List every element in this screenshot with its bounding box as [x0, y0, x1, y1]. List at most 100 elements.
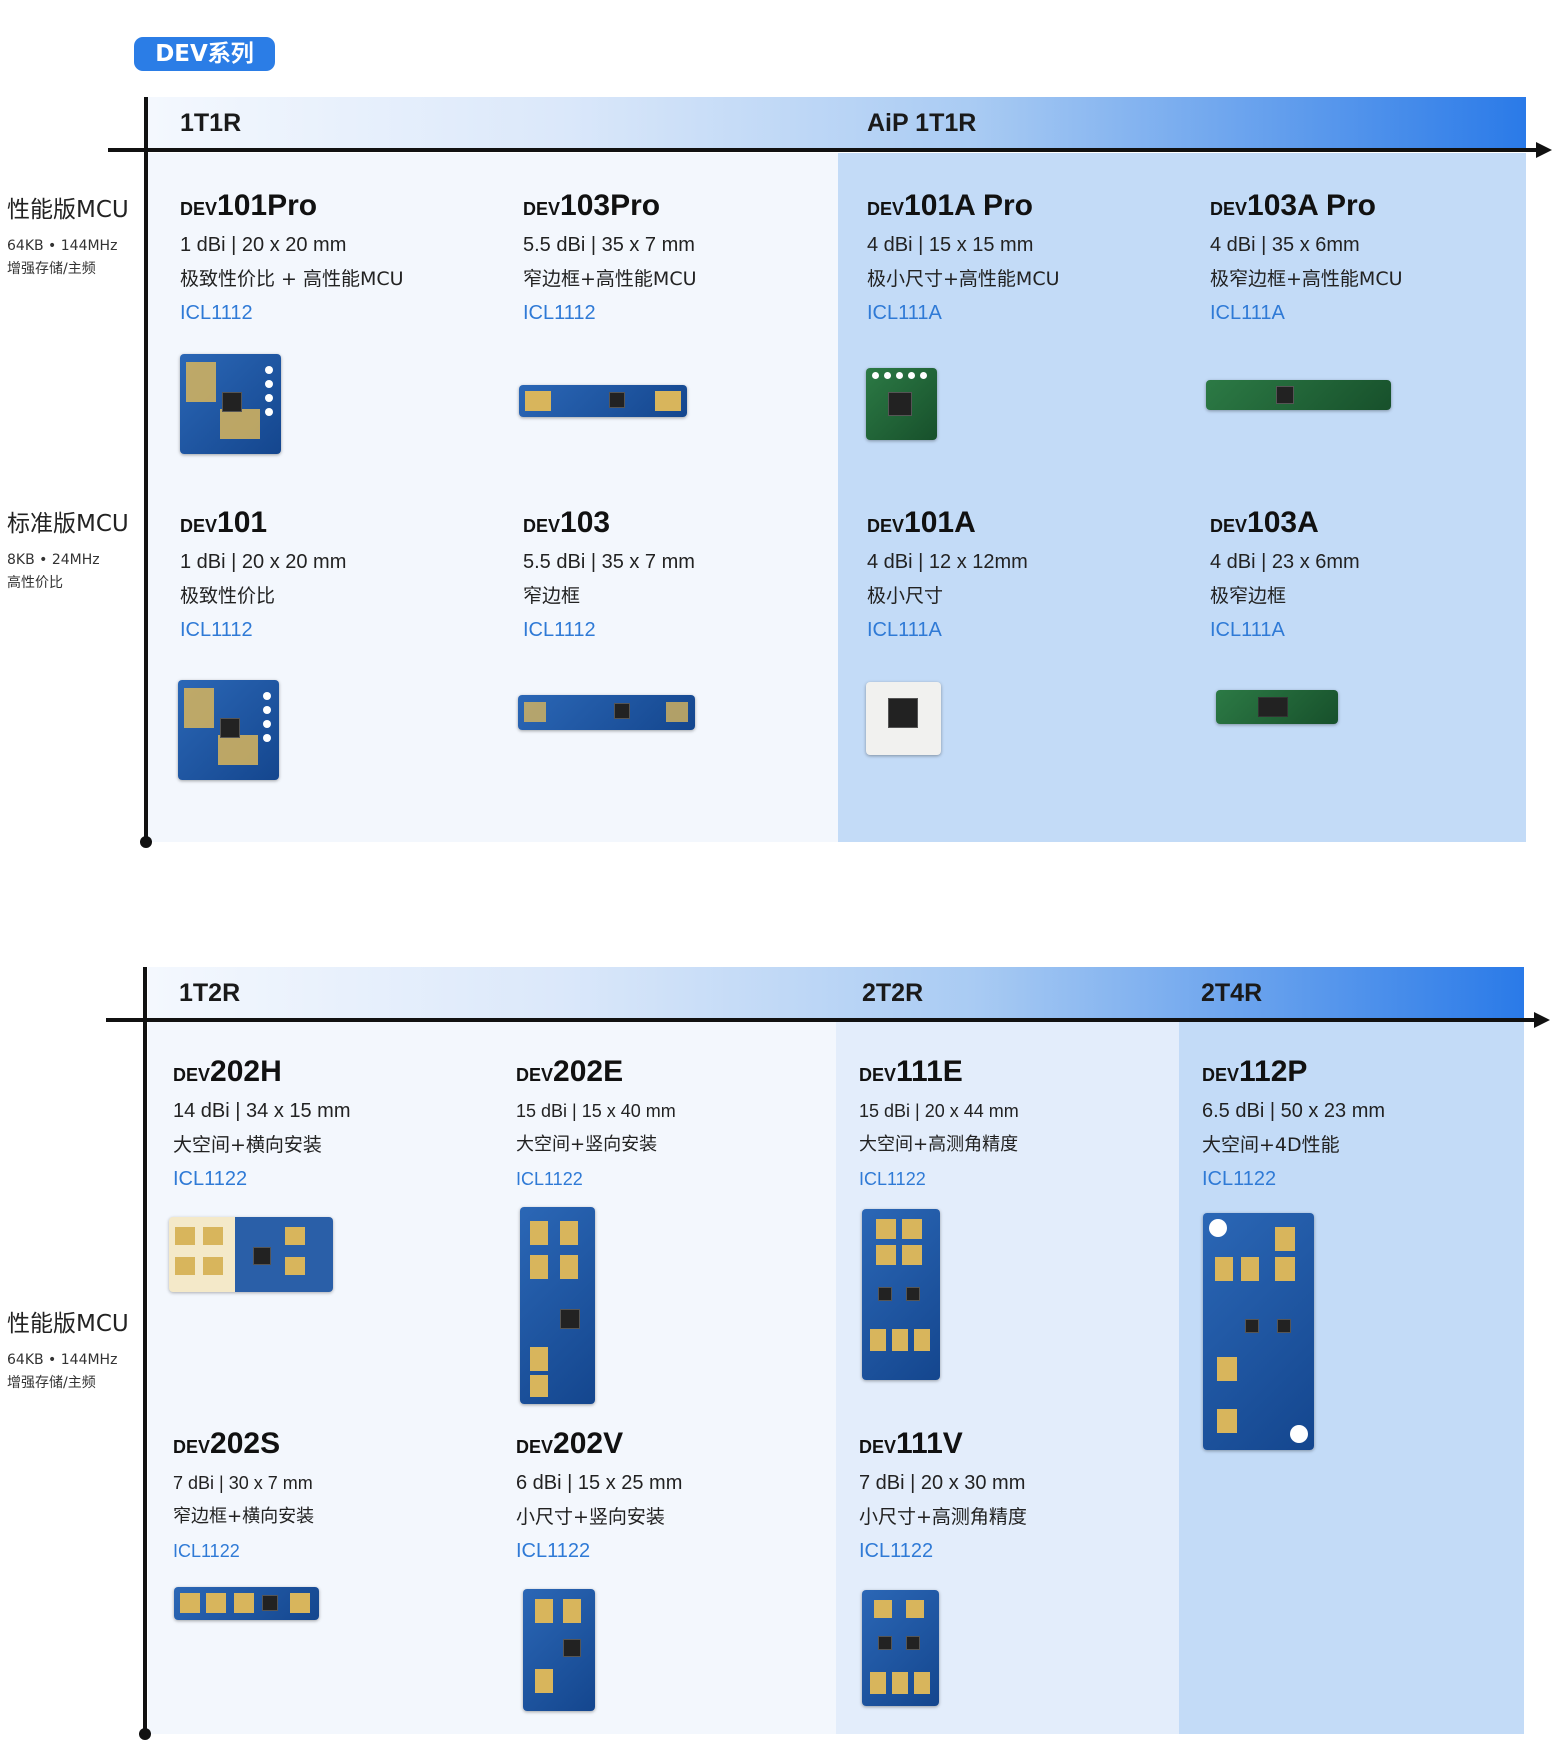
product-model: 202H	[210, 1055, 282, 1088]
product-prefix: DEV	[1202, 1065, 1240, 1085]
product-model: 111V	[896, 1427, 963, 1460]
product-chip-link[interactable]: ICL1122	[1202, 1168, 1277, 1190]
row-note: 增强存储/主频	[7, 1375, 96, 1391]
product-feature: 极窄边框+高性能MCU	[1210, 268, 1403, 290]
section1-axis-arrow	[1536, 142, 1552, 158]
board-image-dev202e	[520, 1207, 595, 1404]
product-card-dev101[interactable]: DEV101 1 dBi | 20 x 20 mm 极致性价比 ICL1112	[180, 505, 500, 643]
product-spec: 4 dBi | 35 x 6mm	[1210, 234, 1360, 256]
board-image-dev103a-pro	[1206, 380, 1391, 410]
product-card-dev202s[interactable]: DEV202S 7 dBi | 30 x 7 mm 窄边框+横向安装 ICL11…	[173, 1426, 493, 1564]
board-image-dev101a-pro	[866, 368, 937, 440]
product-name: DEV101A Pro	[867, 188, 1187, 224]
product-prefix: DEV	[173, 1437, 211, 1457]
product-chip-link[interactable]: ICL1122	[859, 1169, 926, 1189]
product-spec: 14 dBi | 34 x 15 mm	[173, 1100, 351, 1122]
product-card-dev202h[interactable]: DEV202H 14 dBi | 34 x 15 mm 大空间+横向安装 ICL…	[173, 1054, 493, 1192]
product-spec: 6 dBi | 15 x 25 mm	[516, 1472, 683, 1494]
product-model: 202S	[210, 1427, 281, 1460]
product-prefix: DEV	[180, 199, 218, 219]
product-card-dev101a[interactable]: DEV101A 4 dBi | 12 x 12mm 极小尺寸 ICL111A	[867, 505, 1187, 643]
row-title: 性能版MCU	[7, 1311, 129, 1337]
product-spec: 4 dBi | 12 x 12mm	[867, 551, 1028, 573]
product-card-dev103[interactable]: DEV103 5.5 dBi | 35 x 7 mm 窄边框 ICL1112	[523, 505, 843, 643]
section2-y-axis	[143, 967, 147, 1734]
product-chip-link[interactable]: ICL1122	[516, 1540, 591, 1562]
product-card-dev101a-pro[interactable]: DEV101A Pro 4 dBi | 15 x 15 mm 极小尺寸+高性能M…	[867, 188, 1187, 326]
product-card-dev112p[interactable]: DEV112P 6.5 dBi | 50 x 23 mm 大空间+4D性能 IC…	[1202, 1054, 1522, 1192]
product-model: 101Pro	[217, 189, 318, 222]
product-feature: 极致性价比	[180, 585, 276, 607]
product-chip-link[interactable]: ICL1112	[523, 619, 596, 641]
product-feature: 窄边框+高性能MCU	[523, 268, 697, 290]
product-feature: 大空间+高测角精度	[859, 1134, 1019, 1155]
product-feature: 极小尺寸+高性能MCU	[867, 268, 1060, 290]
product-chip-link[interactable]: ICL1122	[173, 1541, 240, 1561]
section1-row-performance: 性能版MCU 64KB • 144MHz 增强存储/主频	[7, 194, 129, 280]
product-model: 101	[217, 506, 268, 539]
product-chip-link[interactable]: ICL1112	[523, 302, 596, 324]
section1-y-axis	[144, 97, 148, 841]
product-name: DEV202S	[173, 1426, 493, 1462]
product-name: DEV103Pro	[523, 188, 843, 224]
product-model: 202V	[553, 1427, 624, 1460]
product-card-dev111v[interactable]: DEV111V 7 dBi | 20 x 30 mm 小尺寸+高测角精度 ICL…	[859, 1426, 1179, 1564]
product-prefix: DEV	[867, 199, 905, 219]
product-feature: 极窄边框	[1210, 585, 1287, 607]
product-name: DEV112P	[1202, 1054, 1522, 1090]
row-title: 标准版MCU	[7, 511, 129, 537]
product-prefix: DEV	[180, 516, 218, 536]
row-title: 性能版MCU	[7, 197, 129, 223]
section2-row-performance: 性能版MCU 64KB • 144MHz 增强存储/主频	[7, 1308, 129, 1394]
product-model: 103	[560, 506, 611, 539]
row-note: 增强存储/主频	[7, 261, 96, 277]
product-card-dev202e[interactable]: DEV202E 15 dBi | 15 x 40 mm 大空间+竖向安装 ICL…	[516, 1054, 836, 1192]
product-feature: 窄边框+横向安装	[173, 1506, 315, 1527]
board-image-dev112p	[1203, 1213, 1314, 1450]
product-chip-link[interactable]: ICL111A	[867, 619, 942, 641]
product-name: DEV111E	[859, 1054, 1179, 1090]
section1-axis-dot	[140, 836, 152, 848]
section2-header-1t2r: 1T2R	[179, 979, 241, 1007]
product-spec: 15 dBi | 15 x 40 mm	[516, 1101, 676, 1121]
product-spec: 5.5 dBi | 35 x 7 mm	[523, 551, 695, 573]
product-prefix: DEV	[859, 1437, 897, 1457]
product-chip-link[interactable]: ICL111A	[1210, 302, 1285, 324]
product-model: 103A	[1247, 506, 1319, 539]
product-card-dev103a[interactable]: DEV103A 4 dBi | 23 x 6mm 极窄边框 ICL111A	[1210, 505, 1530, 643]
product-chip-link[interactable]: ICL111A	[867, 302, 942, 324]
product-chip-link[interactable]: ICL1112	[180, 302, 253, 324]
product-spec: 6.5 dBi | 50 x 23 mm	[1202, 1100, 1386, 1122]
product-spec: 1 dBi | 20 x 20 mm	[180, 234, 347, 256]
product-name: DEV101	[180, 505, 500, 541]
section1-row-standard: 标准版MCU 8KB • 24MHz 高性价比	[7, 508, 129, 594]
product-chip-link[interactable]: ICL111A	[1210, 619, 1285, 641]
product-spec: 1 dBi | 20 x 20 mm	[180, 551, 347, 573]
product-chip-link[interactable]: ICL1112	[180, 619, 253, 641]
board-image-dev103a	[1216, 690, 1338, 724]
section1-header-aip: AiP 1T1R	[867, 109, 977, 137]
product-chip-link[interactable]: ICL1122	[173, 1168, 248, 1190]
product-prefix: DEV	[523, 199, 561, 219]
product-prefix: DEV	[516, 1065, 554, 1085]
section2-header-bar	[148, 967, 1524, 1021]
product-card-dev111e[interactable]: DEV111E 15 dBi | 20 x 44 mm 大空间+高测角精度 IC…	[859, 1054, 1179, 1192]
product-card-dev202v[interactable]: DEV202V 6 dBi | 15 x 25 mm 小尺寸+竖向安装 ICL1…	[516, 1426, 836, 1564]
product-spec: 5.5 dBi | 35 x 7 mm	[523, 234, 695, 256]
section2-header-2t4r: 2T4R	[1201, 979, 1263, 1007]
board-image-dev202s	[174, 1587, 319, 1620]
section2-axis-arrow	[1534, 1012, 1550, 1028]
section2-axis-dot	[139, 1728, 151, 1740]
product-card-dev103a-pro[interactable]: DEV103A Pro 4 dBi | 35 x 6mm 极窄边框+高性能MCU…	[1210, 188, 1530, 326]
product-name: DEV202E	[516, 1054, 836, 1090]
board-image-dev111v	[862, 1590, 939, 1706]
board-image-dev103pro	[519, 385, 687, 417]
product-chip-link[interactable]: ICL1122	[516, 1169, 583, 1189]
board-image-dev111e	[862, 1209, 940, 1380]
product-chip-link[interactable]: ICL1122	[859, 1540, 934, 1562]
product-name: DEV101A	[867, 505, 1187, 541]
product-card-dev103pro[interactable]: DEV103Pro 5.5 dBi | 35 x 7 mm 窄边框+高性能MCU…	[523, 188, 843, 326]
product-card-dev101pro[interactable]: DEV101Pro 1 dBi | 20 x 20 mm 极致性价比 + 高性能…	[180, 188, 500, 326]
board-image-dev103	[518, 695, 695, 730]
row-note: 高性价比	[7, 575, 63, 591]
